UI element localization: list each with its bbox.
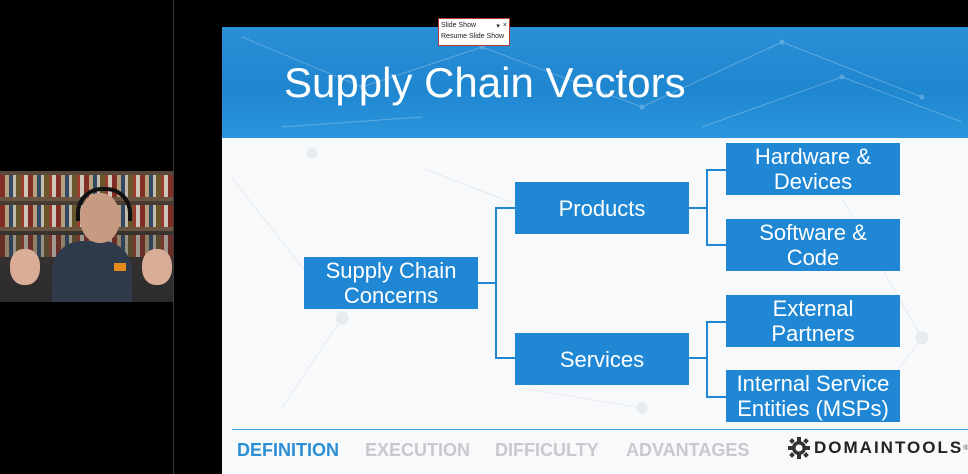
headset — [76, 187, 132, 221]
popup-header: Slide Show ▾ × — [441, 21, 507, 30]
node-hardware-devices: Hardware &Devices — [726, 143, 900, 195]
node-software-code: Software &Code — [726, 219, 900, 271]
node-text: Products — [558, 195, 646, 221]
brand-name: DOMAINTOOLS — [814, 438, 964, 457]
chevron-down-icon[interactable]: ▾ — [496, 22, 500, 30]
node-services: Services — [515, 333, 689, 385]
slide-title: Supply Chain Vectors — [284, 59, 686, 106]
panel-divider — [173, 0, 174, 474]
webcam-video — [0, 171, 173, 302]
presenter-hand — [142, 249, 172, 285]
close-icon[interactable]: × — [502, 22, 507, 29]
nav-tab-execution[interactable]: EXECUTION — [365, 440, 471, 460]
slide-header: Supply Chain Vectors — [222, 27, 968, 138]
bookshelf — [0, 175, 173, 197]
node-text: External — [772, 296, 854, 321]
domaintools-logo: DOMAINTOOLS® — [788, 437, 968, 459]
trademark-symbol: ® — [963, 444, 968, 452]
node-text: Code — [786, 245, 840, 270]
node-text: Partners — [771, 321, 855, 346]
node-text: Internal Service — [736, 371, 890, 396]
node-text: Entities (MSPs) — [737, 396, 889, 421]
popup-title: Slide Show — [441, 22, 477, 29]
nav-tab-definition[interactable]: DEFINITION — [237, 440, 339, 460]
presenter-hand — [10, 249, 40, 285]
node-text: Supply Chain — [325, 258, 457, 283]
nav-divider — [232, 429, 968, 430]
node-text: Hardware & — [754, 144, 872, 169]
diagram-connectors — [478, 169, 726, 398]
nav-tab-difficulty[interactable]: DIFFICULTY — [495, 440, 599, 460]
node-text: Software & — [759, 220, 867, 245]
node-text: Devices — [773, 169, 853, 194]
presenter-body — [52, 241, 132, 302]
slide-show-popup: Slide Show ▾ × Resume Slide Show — [438, 18, 510, 46]
resume-slide-show-button[interactable]: Resume Slide Show — [441, 33, 505, 40]
gear-icon — [788, 437, 810, 459]
node-text: Concerns — [343, 283, 439, 308]
nav-tab-advantages[interactable]: ADVANTAGES — [626, 440, 750, 460]
shirt-logo — [114, 263, 126, 271]
node-text: Services — [559, 346, 645, 372]
network-pattern — [241, 36, 963, 128]
node-products: Products — [515, 182, 689, 234]
